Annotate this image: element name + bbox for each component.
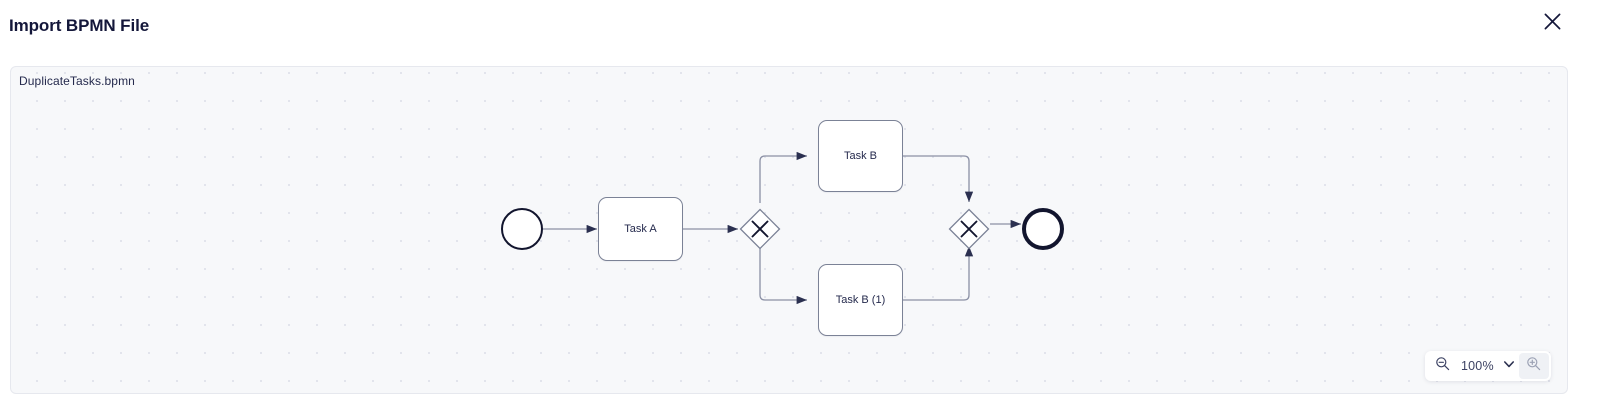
bpmn-canvas[interactable]: DuplicateTasks.bpmn	[10, 66, 1568, 394]
zoom-control[interactable]: 100%	[1425, 351, 1551, 381]
edge-split-to-taskB1	[759, 245, 807, 305]
edge-split-to-taskB	[759, 151, 807, 203]
bpmn-task-a-label: Task A	[624, 223, 657, 235]
bpmn-exclusive-gateway-join[interactable]	[948, 208, 990, 250]
edge-taskB1-to-join	[892, 245, 974, 301]
zoom-in-icon	[1526, 356, 1541, 376]
bpmn-diagram: Task A Task B Task B (1)	[11, 67, 1567, 393]
chevron-down-icon	[1503, 357, 1515, 375]
bpmn-exclusive-gateway-split[interactable]	[739, 208, 781, 250]
bpmn-end-event[interactable]	[1022, 208, 1064, 250]
bpmn-task-b[interactable]: Task B	[818, 120, 903, 192]
zoom-dropdown-button[interactable]	[1499, 353, 1519, 379]
dialog-header: Import BPMN File	[0, 0, 1600, 56]
edge-taskB-to-join	[892, 155, 974, 202]
file-name-label: DuplicateTasks.bpmn	[19, 74, 135, 88]
zoom-out-icon	[1435, 356, 1450, 376]
bpmn-task-b-1[interactable]: Task B (1)	[818, 264, 903, 336]
close-button[interactable]	[1536, 5, 1568, 37]
connector-layer	[543, 151, 1021, 305]
bpmn-task-b-1-label: Task B (1)	[835, 294, 886, 306]
bpmn-start-event[interactable]	[501, 208, 543, 250]
bpmn-task-a[interactable]: Task A	[598, 197, 683, 261]
zoom-out-button[interactable]	[1427, 353, 1457, 379]
close-icon	[1543, 12, 1562, 31]
bpmn-task-b-label: Task B	[843, 150, 877, 162]
zoom-in-button[interactable]	[1518, 353, 1549, 379]
zoom-level-value[interactable]: 100%	[1461, 359, 1494, 373]
page-title: Import BPMN File	[9, 16, 150, 35]
